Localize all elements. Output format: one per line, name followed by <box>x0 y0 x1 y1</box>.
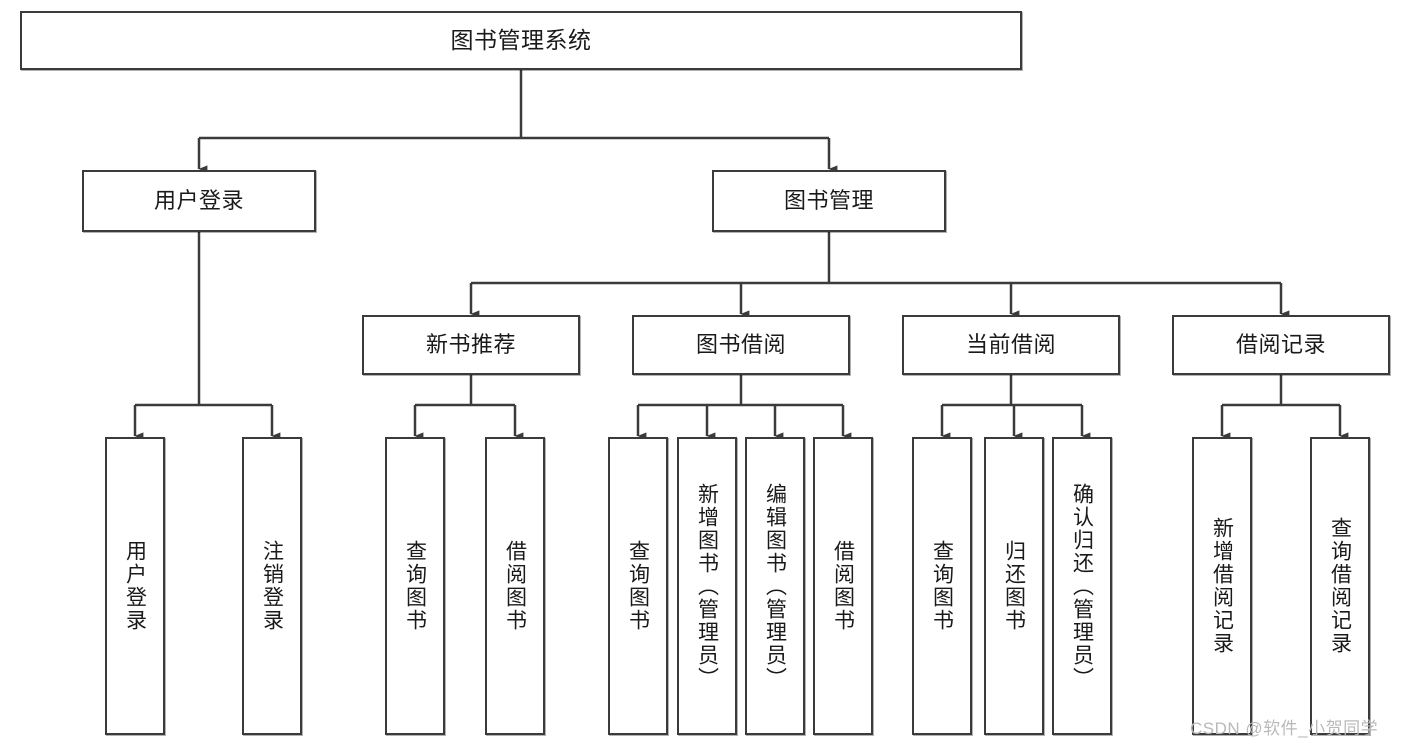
node-leaf-query-record[interactable]: 查询借阅记录 <box>1310 437 1370 735</box>
node-leaf-confirm-return[interactable]: 确认归还（管理员） <box>1052 437 1112 735</box>
node-leaf-query-book-1[interactable]: 查询图书 <box>385 437 445 735</box>
node-label: 图书管理 <box>783 188 874 214</box>
node-leaf-user-logout[interactable]: 注销登录 <box>242 437 302 735</box>
node-label: 图书管理系统 <box>450 27 592 54</box>
node-leaf-edit-book[interactable]: 编辑图书（管理员） <box>745 437 805 735</box>
node-label: 新增借阅记录 <box>1210 517 1234 655</box>
node-label: 借阅记录 <box>1235 332 1326 358</box>
node-leaf-add-record[interactable]: 新增借阅记录 <box>1192 437 1252 735</box>
node-label: 归还图书 <box>1002 540 1026 632</box>
node-leaf-query-book-2[interactable]: 查询图书 <box>608 437 668 735</box>
node-label: 查询图书 <box>403 540 427 632</box>
node-label: 编辑图书（管理员） <box>763 482 787 690</box>
node-leaf-return-book[interactable]: 归还图书 <box>984 437 1044 735</box>
watermark: CSDN @软件_小贺同学 <box>1190 719 1379 738</box>
node-label: 借阅图书 <box>503 540 527 632</box>
node-label: 当前借阅 <box>965 332 1056 358</box>
node-book-manage[interactable]: 图书管理 <box>712 170 946 232</box>
node-book-borrow[interactable]: 图书借阅 <box>632 315 850 375</box>
node-label: 新增图书（管理员） <box>695 482 719 690</box>
node-leaf-user-login[interactable]: 用户登录 <box>105 437 165 735</box>
edge-group <box>133 70 1349 440</box>
node-user-login[interactable]: 用户登录 <box>82 170 316 232</box>
node-root[interactable]: 图书管理系统 <box>20 11 1022 70</box>
node-label: 图书借阅 <box>695 332 786 358</box>
node-leaf-add-book[interactable]: 新增图书（管理员） <box>677 437 737 735</box>
node-leaf-query-book-3[interactable]: 查询图书 <box>912 437 972 735</box>
node-label: 查询图书 <box>930 540 954 632</box>
node-label: 用户登录 <box>123 540 147 632</box>
node-label: 查询借阅记录 <box>1328 517 1352 655</box>
node-new-book-rec[interactable]: 新书推荐 <box>362 315 580 375</box>
node-label: 新书推荐 <box>425 332 516 358</box>
node-leaf-borrow-book-2[interactable]: 借阅图书 <box>813 437 873 735</box>
node-label: 确认归还（管理员） <box>1070 482 1094 690</box>
node-current-borrow[interactable]: 当前借阅 <box>902 315 1120 375</box>
node-label: 注销登录 <box>260 540 284 632</box>
node-borrow-record[interactable]: 借阅记录 <box>1172 315 1390 375</box>
node-label: 用户登录 <box>153 188 244 214</box>
node-label: 查询图书 <box>626 540 650 632</box>
node-label: 借阅图书 <box>831 540 855 632</box>
node-leaf-borrow-book-1[interactable]: 借阅图书 <box>485 437 545 735</box>
